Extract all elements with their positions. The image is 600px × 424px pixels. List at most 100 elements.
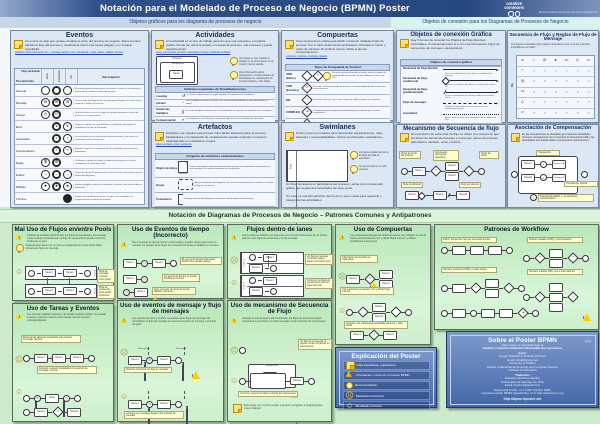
left-section-banner: Objetos gráficos para los diagrama de pr… [0, 17, 391, 28]
start-event-icon [40, 85, 51, 96]
lane-label: Lane 2 [241, 276, 247, 296]
message-event-shape: ✉ [146, 356, 153, 364]
arrowhead-icon [496, 79, 499, 82]
flow-line [286, 380, 290, 382]
legend-row-recomendacion: Recomendación [342, 380, 430, 391]
task-shape: Tarea 2 [63, 268, 77, 278]
task-shape: Tarea A [383, 331, 397, 340]
flow-chain: Tarea 1 Tarea 2 Tarea 3 [23, 354, 95, 363]
callout: Un flujo de mensaje no puede usarse dent… [305, 254, 333, 266]
smiley-icon: ☺ [338, 306, 347, 315]
conn-row-condicional: Secuencia de Flujo condicional [401, 76, 501, 85]
end-event-shape [582, 254, 589, 262]
bulb-icon [345, 381, 353, 390]
group-icon [178, 179, 193, 191]
flow-line [401, 311, 405, 313]
warning-icon: ! [345, 371, 352, 378]
mensajes-intro: Los eventos de inicio y término no puede… [132, 316, 217, 326]
task-shape: Tarea A [432, 191, 447, 200]
activity-note-1: Una tarea se usa cuando el trabajo no se… [230, 57, 275, 66]
flow-line [137, 262, 141, 264]
smiley-icon: ☺ [15, 387, 24, 396]
note-icon [155, 40, 164, 50]
legend-row-correcto: ☺ Modelado Correcto [342, 401, 430, 411]
association-line [547, 163, 552, 165]
flow-line [36, 272, 41, 274]
event-row-regla: Regla ≣ ≣ Se dispara cuando una regla o … [15, 157, 144, 169]
flow-line [466, 287, 470, 289]
callout: Correcto: conecte los flujos al borde de… [238, 391, 298, 397]
flow-line [474, 170, 478, 172]
panel-title: Uso de Compuertas [353, 225, 413, 233]
flow-line [130, 291, 134, 293]
adhoc-icon: ~ [182, 100, 185, 106]
flow-line [78, 290, 83, 292]
conn-row-normal: Secuencia de Flujo Normal [401, 67, 501, 73]
start-event-shape [28, 269, 35, 277]
frown-icon: ☹ [345, 390, 354, 400]
event-row-tiempo: Tiempo ◷ ◷ Una fecha-hora o un ciclo esp… [15, 109, 144, 121]
swimlane-note-2: Un pool contiene un solo proceso. [350, 165, 390, 174]
cc-badge-icon [514, 11, 521, 17]
literature-used: Literatura usada: BPMN Specification v1.… [481, 391, 564, 396]
lanes-intro: Lanes están en relación «es parte de» co… [242, 234, 328, 241]
default-flow-line [449, 194, 456, 196]
task-shape: Tarea A [372, 303, 386, 312]
bulb-icon [350, 165, 358, 174]
warning-icon: ! [16, 313, 22, 319]
matrix-row: ◎ ↗↗↗↗↗↗ [517, 76, 594, 87]
task-shape: Tarea 4 [63, 286, 77, 296]
panel-title: Mecanismo de Secuencia de flujo [403, 126, 499, 132]
flow-line [84, 357, 88, 359]
flow-chain: Tarea 1 × Tarea 2 Tarea 3 [346, 270, 393, 289]
association-line [535, 177, 540, 179]
message-flow-line [69, 278, 70, 284]
author-header: Autor: [518, 350, 527, 355]
callout: Decisión múltiple (OR): uno o más camino… [527, 269, 583, 275]
flow-chain: ○ ○ [523, 283, 579, 312]
matrix-row: ▭ ↗↗↗↗↗↗ [517, 86, 594, 98]
warning-icon: ! [231, 316, 237, 323]
link-intermediate-icon: → [51, 169, 62, 180]
eventos-links: Atributos: inicio, intermedio, fin — men… [15, 51, 123, 55]
task-shape: Tarea 4 [157, 400, 171, 409]
flow-line [59, 397, 63, 399]
conn-row-asociacion: Asociación [401, 111, 501, 117]
panel-title: Actividades [195, 32, 235, 39]
author-faculty: Faculty of Electrical Engineering and Co… [486, 364, 559, 369]
flow-chain: Tarea A [239, 373, 315, 389]
actividades-intro: Una actividad es un tipo de trabajo gené… [166, 39, 273, 51]
event-row-error: Error ↯ ↯ Genera o captura un error defi… [15, 121, 144, 133]
flow-line [408, 170, 412, 172]
flow-chain: Tarea 1 ✉ Tarea 2 [128, 356, 182, 365]
task-shape: Tarea [45, 394, 59, 403]
multiple-start-icon: ★ [40, 181, 51, 192]
flow-line [514, 287, 518, 289]
callout: Correcto: use compuertas separadas para … [344, 321, 408, 330]
task-shape [549, 303, 563, 312]
gateway-shape [356, 306, 369, 318]
flow-chain: ✉ Tarea ◷ [23, 394, 81, 403]
event-row-multiple: Múltiple ★ ★ ★ Existen múltiples maneras… [15, 181, 144, 193]
flow-line [48, 411, 52, 413]
end-event-shape [532, 309, 539, 317]
callout: Flujo de mensaje: correcto entre pools [97, 269, 115, 283]
smiley-icon: ☺ [230, 376, 239, 385]
frown-icon: ☹ [230, 346, 239, 355]
version-note: Revise la última versión en http://bpmn.… [538, 11, 597, 14]
attributes-table-title: Atributos especiales de Tarea/Subproceso [155, 86, 275, 93]
message-flow-line [148, 347, 149, 355]
eventos-intro: Un evento es algo que «pasa» durante el … [25, 39, 141, 51]
start-event-shape [23, 354, 30, 362]
event-row-cancelado: Cancelado × × Se usa dentro de un sub-pr… [15, 133, 144, 145]
task-shape [470, 246, 484, 255]
start-event-shape [523, 293, 530, 301]
panel-artefactos: Artefactos Artefactos son usados para pr… [151, 122, 279, 208]
callout: Información de decisión en cada rama [340, 255, 378, 264]
task-shape: Tarea 3 [42, 286, 56, 296]
flow-line [63, 411, 67, 413]
task-shape [452, 246, 466, 255]
task-shape [499, 309, 513, 318]
start-event-shape [346, 308, 353, 316]
task-shape: Tarea 2 [52, 354, 66, 363]
